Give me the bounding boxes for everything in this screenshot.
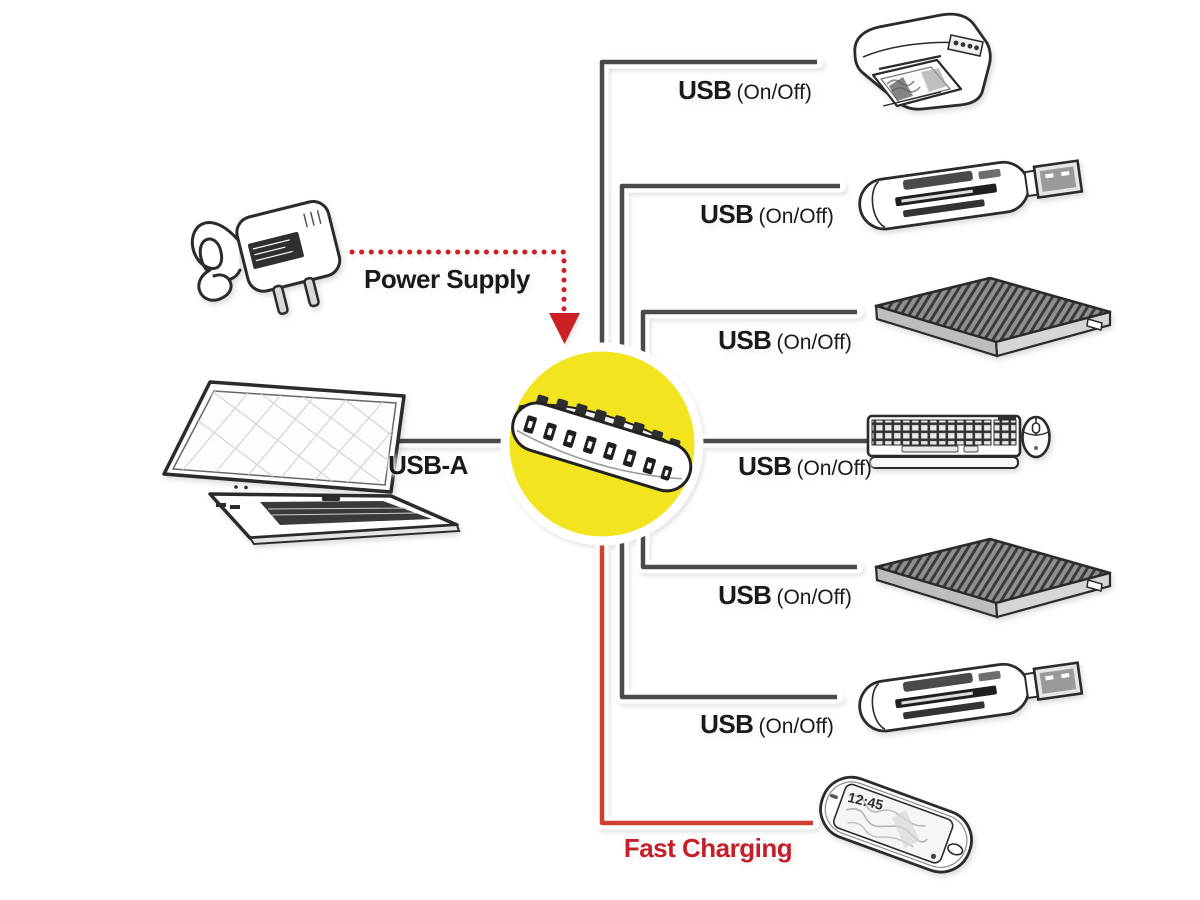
usb-hub-icon xyxy=(511,394,693,493)
connection-label-card-reader-2: USB(On/Off) xyxy=(662,710,872,739)
usb-a-label-text: USB-A xyxy=(388,450,468,480)
connector-line-printer xyxy=(599,59,817,444)
printer-icon xyxy=(823,2,1001,126)
usb-label-bold: USB xyxy=(700,709,754,739)
connection-label-hard-drive-2: USB(On/Off) xyxy=(680,581,890,610)
laptop-icon xyxy=(150,372,482,554)
usb-label-bold: USB xyxy=(700,199,754,229)
onoff-label: (On/Off) xyxy=(776,331,852,354)
usb-label-bold: USB xyxy=(718,580,772,610)
usb-label-bold: USB xyxy=(738,451,792,481)
mouse-icon xyxy=(1021,415,1051,459)
smartphone-icon: 12:45 xyxy=(812,768,982,892)
power-supply-arrow xyxy=(349,249,580,344)
onoff-label: (On/Off) xyxy=(776,586,852,609)
usb-label-bold: USB xyxy=(678,75,732,105)
connector-line-fast-charging xyxy=(599,444,813,826)
power-arrowhead-icon xyxy=(549,313,580,344)
usb-label-bold: USB xyxy=(718,325,772,355)
usb-a-label: USB-A xyxy=(348,451,508,480)
onoff-label: (On/Off) xyxy=(758,205,834,228)
fast-charging-label-text: Fast Charging xyxy=(623,833,793,863)
power-supply-icon xyxy=(180,190,352,322)
onoff-label: (On/Off) xyxy=(758,715,834,738)
fast-charging-label: Fast Charging xyxy=(603,834,813,863)
keyboard-mouse-icon xyxy=(866,408,1054,474)
power-supply-label: Power Supply xyxy=(352,265,542,294)
hard-drive-icon xyxy=(860,272,1126,362)
connection-label-printer: USB(On/Off) xyxy=(640,76,850,105)
hard-drive-icon xyxy=(860,533,1126,623)
connection-label-keyboard-mouse: USB(On/Off) xyxy=(700,452,910,481)
power-dotted-line xyxy=(349,249,567,313)
power-supply-label-text: Power Supply xyxy=(364,264,530,294)
connection-label-card-reader-1: USB(On/Off) xyxy=(662,200,872,229)
card-reader-icon xyxy=(843,146,1097,240)
onoff-label: (On/Off) xyxy=(796,457,872,480)
onoff-label: (On/Off) xyxy=(736,81,812,104)
connection-label-hard-drive-1: USB(On/Off) xyxy=(680,326,890,355)
card-reader-icon xyxy=(843,648,1097,742)
